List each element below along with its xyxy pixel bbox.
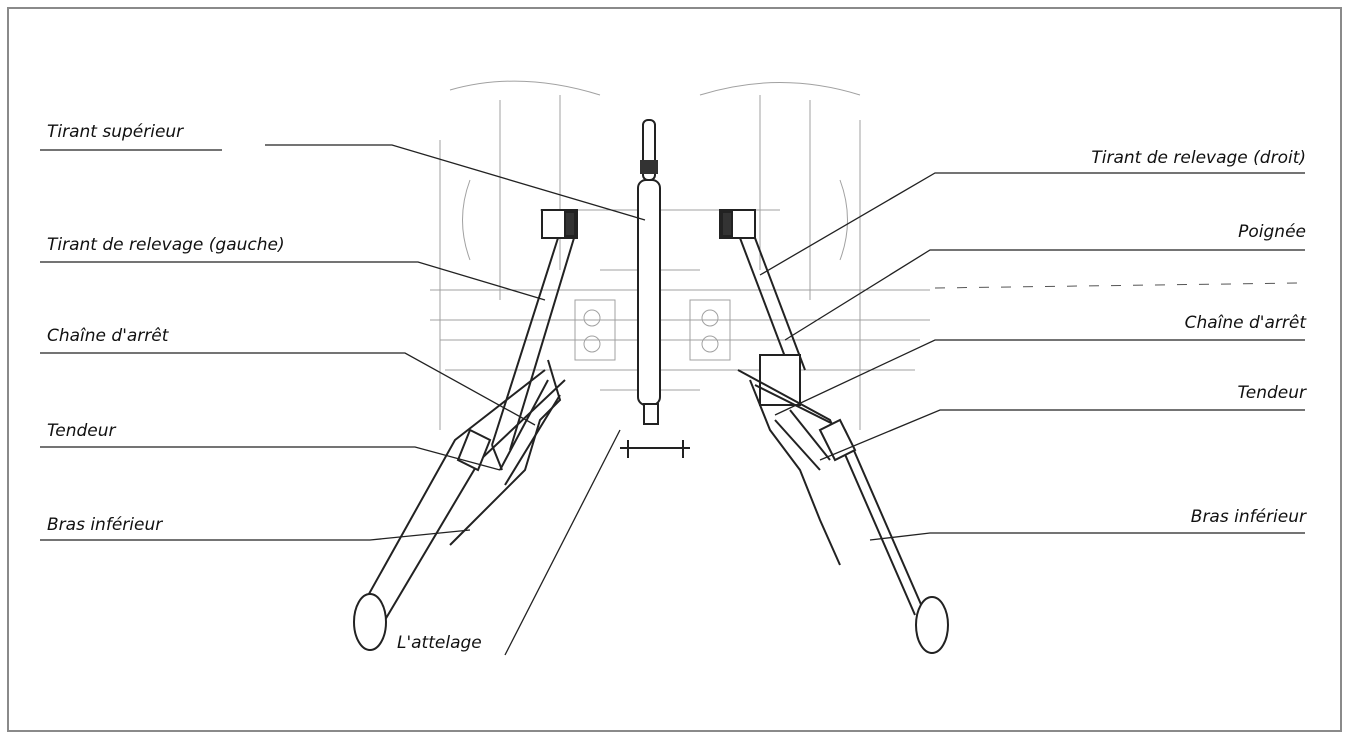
label-tendeur-droit: Tendeur bbox=[1237, 383, 1306, 403]
label-tirant-superieur: Tirant supérieur bbox=[47, 122, 184, 142]
leader-lines bbox=[40, 144, 1305, 656]
label-bras-inferieur-gauche: Bras inférieur bbox=[47, 515, 163, 535]
right-lift-rod-group bbox=[719, 209, 949, 654]
leader-bras-inferieur-gauche bbox=[40, 529, 471, 541]
left-lift-rod-group bbox=[353, 209, 578, 651]
leader-bras-inferieur-droit bbox=[869, 532, 1305, 541]
leader-attelage bbox=[504, 429, 621, 656]
label-attelage: L'attelage bbox=[397, 633, 482, 653]
leader-tendeur-droit bbox=[819, 409, 1305, 461]
label-bras-inferieur-droit: Bras inférieur bbox=[1190, 507, 1306, 527]
leader-poignee bbox=[784, 249, 1305, 341]
label-poignee: Poignée bbox=[1238, 222, 1306, 242]
leader-tirant-relevage-droit bbox=[759, 172, 1305, 276]
top-link bbox=[620, 119, 690, 458]
ground-line-dashed bbox=[934, 282, 1301, 289]
label-tirant-relevage-gauche: Tirant de relevage (gauche) bbox=[47, 235, 285, 255]
leader-chaine-arret-droite bbox=[774, 339, 1305, 416]
leader-chaine-arret-gauche bbox=[40, 352, 536, 426]
label-tirant-relevage-droit: Tirant de relevage (droit) bbox=[1091, 148, 1306, 168]
label-chaine-arret-droite: Chaîne d'arrêt bbox=[1184, 313, 1306, 333]
tractor-rear-sketch bbox=[430, 80, 930, 430]
leader-tirant-relevage-gauche bbox=[40, 261, 546, 301]
label-chaine-arret-gauche: Chaîne d'arrêt bbox=[47, 326, 169, 346]
figure-frame bbox=[7, 7, 1342, 732]
leader-tendeur-gauche bbox=[40, 446, 501, 471]
label-tendeur-gauche: Tendeur bbox=[47, 421, 116, 441]
leader-tirant-superieur bbox=[265, 144, 646, 221]
